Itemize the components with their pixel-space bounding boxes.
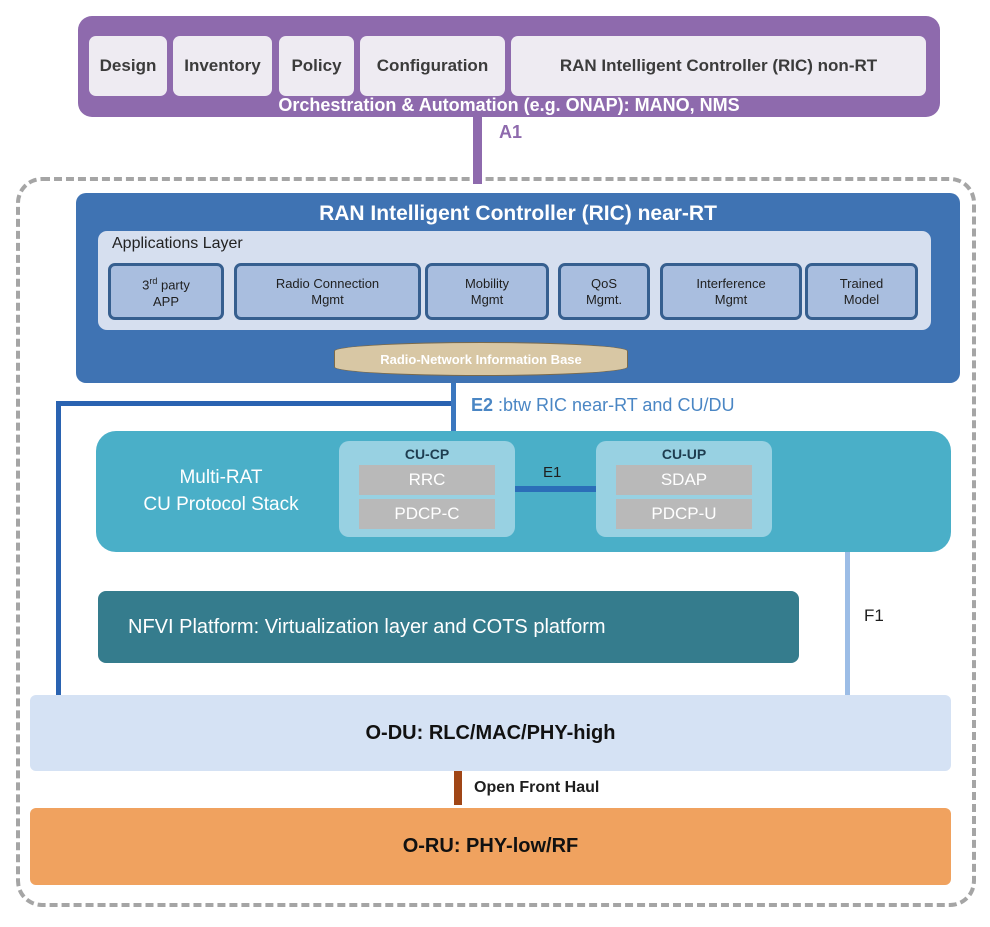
a1-label: A1 xyxy=(499,122,523,142)
e2-tag: E2 xyxy=(471,395,494,415)
app-3rd-party-rest: party xyxy=(157,277,190,293)
o-ru-block: O-RU: PHY-low/RF xyxy=(30,808,951,885)
f1-interface-line xyxy=(845,552,850,697)
app-interference-mgmt: Interference Mgmt xyxy=(660,263,802,320)
oran-boundary xyxy=(16,177,976,907)
cu-up-title: CU-UP xyxy=(661,446,707,462)
e2-interface-line-to-du xyxy=(56,401,61,695)
orchestration-block: Design Inventory Policy Configuration RA… xyxy=(78,16,940,117)
cu-protocol-stack-block: Multi-RAT CU Protocol Stack E1 CU-CP RRC… xyxy=(96,431,951,552)
e1-interface-line xyxy=(515,486,599,492)
cu-up-box: CU-UP SDAP PDCP-U xyxy=(596,441,772,537)
app-trained-model: Trained Model xyxy=(805,263,918,320)
app-qos-mgmt: QoS Mgmt. xyxy=(558,263,650,320)
app-radio-connection-mgmt: Radio Connection Mgmt xyxy=(234,263,421,320)
e2-description: :btw RIC near-RT and CU/DU xyxy=(493,395,735,415)
front-haul-label: Open Front Haul xyxy=(474,779,600,796)
applications-layer-label: Applications Layer xyxy=(112,235,243,252)
app-3rd-party-num: 3 xyxy=(142,277,150,293)
nfvi-platform: NFVI Platform: Virtualization layer and … xyxy=(98,591,799,663)
e2-label: E2 :btw RIC near-RT and CU/DU xyxy=(471,395,734,416)
front-haul-line xyxy=(454,771,462,805)
a1-interface-line xyxy=(473,116,482,184)
sdap-layer: SDAP xyxy=(616,465,752,495)
rrc-layer: RRC xyxy=(359,465,495,495)
ric-non-rt-box: RAN Intelligent Controller (RIC) non-RT xyxy=(511,36,926,96)
radio-network-information-base: Radio-Network Information Base xyxy=(334,342,628,376)
inventory-box: Inventory xyxy=(173,36,272,96)
cu-protocol-stack-label: Multi-RAT CU Protocol Stack xyxy=(143,467,299,515)
app-3rd-party-sup: rd xyxy=(149,276,158,287)
configuration-box: Configuration xyxy=(360,36,505,96)
design-box: Design xyxy=(89,36,167,96)
policy-box: Policy xyxy=(279,36,354,96)
e2-interface-line-horizontal xyxy=(56,401,456,406)
app-mobility-mgmt: Mobility Mgmt xyxy=(425,263,549,320)
cu-cp-title: CU-CP xyxy=(404,446,450,462)
o-du-block: O-DU: RLC/MAC/PHY-high xyxy=(30,695,951,771)
f1-label: F1 xyxy=(864,606,884,625)
pdcp-u-layer: PDCP-U xyxy=(616,499,752,529)
ric-near-rt-title: RAN Intelligent Controller (RIC) near-RT xyxy=(319,202,717,225)
ric-near-rt-block: RAN Intelligent Controller (RIC) near-RT… xyxy=(76,193,960,383)
app-3rd-party-line2: APP xyxy=(152,293,179,309)
pdcp-c-layer: PDCP-C xyxy=(359,499,495,529)
e2-interface-line-vertical xyxy=(451,382,456,440)
orchestration-title: Orchestration & Automation (e.g. ONAP): … xyxy=(278,94,740,115)
e1-label: E1 xyxy=(543,464,562,481)
cu-cp-box: CU-CP RRC PDCP-C xyxy=(339,441,515,537)
